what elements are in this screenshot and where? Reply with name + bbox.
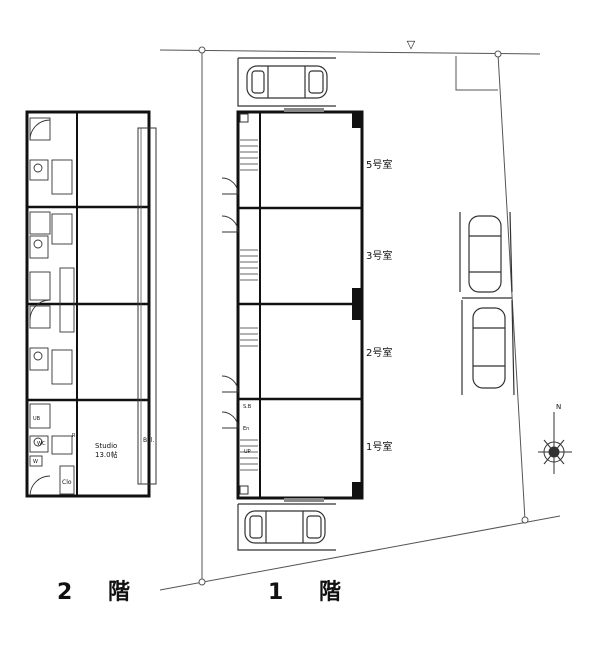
site-boundary-north (159, 49, 541, 55)
shoe-box-label: S.B (243, 404, 252, 410)
compass-north-label: N (556, 403, 561, 411)
second-floor-label: 2 階 (57, 580, 144, 605)
room-label-5: 5号室 (366, 158, 392, 171)
first-floor-label: 1 階 (268, 580, 355, 605)
studio-area: 13.0帖 (95, 450, 118, 459)
room-label-2: 2号室 (366, 346, 392, 359)
stairs-up-label: UP (244, 449, 251, 455)
parking-space-bottom (237, 503, 336, 551)
balcony-label: Bal. (143, 437, 154, 444)
fridge-label: R (72, 433, 76, 439)
second-floor-plan: Studio 13.0帖 Bal. Clo WC UB W R (25, 110, 157, 498)
north-marker: ▽ (407, 38, 416, 51)
boundary-marker (198, 46, 206, 54)
room-label-1: 1号室 (366, 440, 392, 453)
studio-label: Studio (95, 442, 117, 450)
site-boundary-south (159, 515, 561, 591)
boundary-marker (521, 516, 529, 524)
closet-label: Clo (62, 479, 72, 486)
room-label-3: 3号室 (366, 249, 392, 262)
compass-icon (538, 412, 572, 474)
entrance-label: En (243, 426, 249, 432)
first-floor-plan: 5号室 3号室 2号室 1号室 UP En S.B (221, 108, 392, 502)
boundary-marker (198, 578, 206, 586)
bath-label: UB (33, 416, 41, 422)
boundary-marker (494, 50, 502, 58)
parking-space-top (237, 57, 336, 107)
site-corner-box (455, 56, 498, 91)
toilet-label: WC (37, 441, 46, 447)
washer-label: W (33, 459, 38, 465)
parking-space-right (459, 211, 515, 396)
